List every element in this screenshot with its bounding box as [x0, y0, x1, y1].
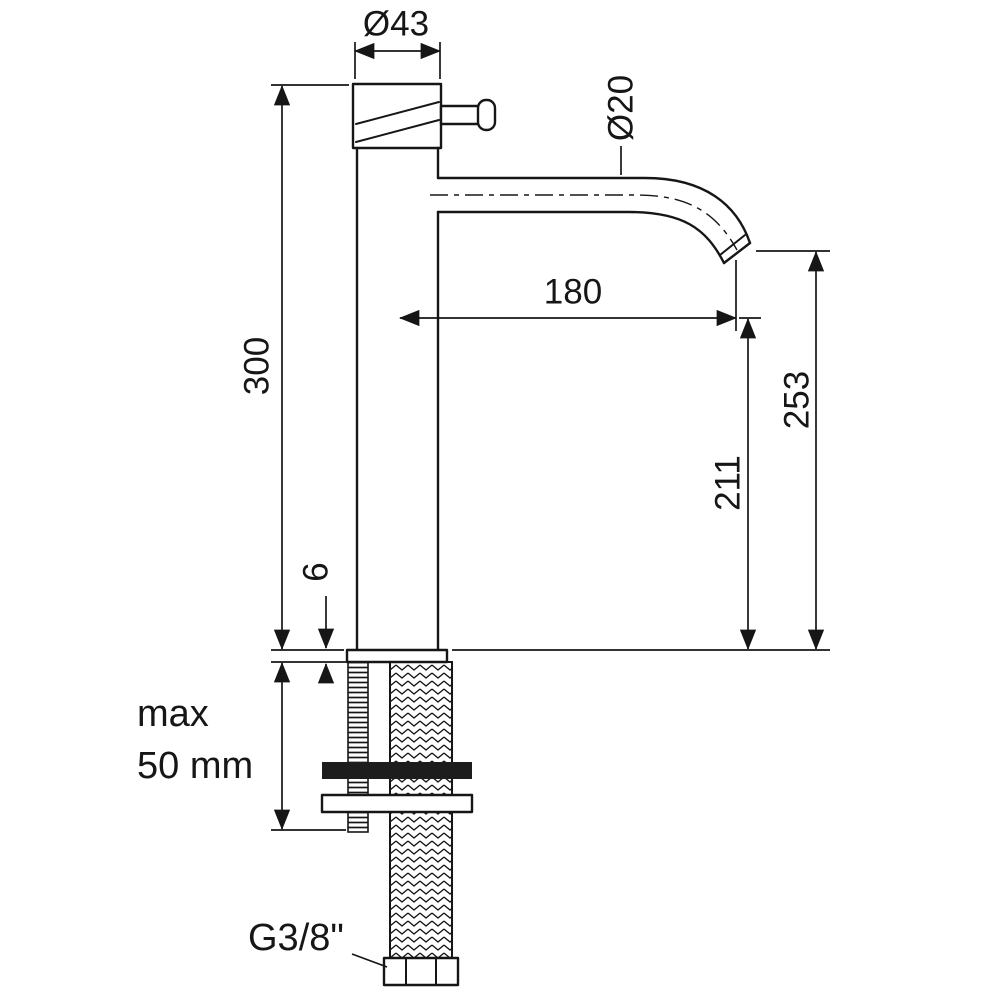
- dim-tip-height: 253: [756, 250, 830, 651]
- dim-spout-reach-label: 180: [544, 273, 602, 312]
- base-plate: [345, 648, 449, 664]
- spout-centerline: [430, 194, 738, 251]
- rubber-washer: [322, 762, 472, 779]
- dim-top-diameter: Ø43: [353, 5, 442, 79]
- dim-outlet-height: 211: [709, 317, 761, 651]
- dim-mount-thickness: max 50 mm: [137, 661, 347, 831]
- dim-spout-diameter: Ø20: [602, 75, 641, 175]
- mounting-nut-plate: [320, 793, 474, 814]
- dim-mount-max-label-line2: 50 mm: [137, 745, 253, 787]
- spout: [430, 176, 752, 265]
- dim-body-height: 300: [238, 84, 349, 651]
- dim-base-thickness-label: 6: [297, 562, 336, 581]
- handle-housing: [351, 82, 443, 150]
- thread-size-label: G3/8": [248, 917, 344, 959]
- dimensions: Ø43 300 6 max 50 mm: [137, 5, 830, 968]
- faucet-body: [355, 146, 440, 652]
- dim-top-diameter-label: Ø43: [363, 5, 429, 44]
- hose-fitting: [382, 956, 460, 987]
- handle-lever: [439, 98, 497, 132]
- dim-spout-reach: 180: [398, 260, 738, 331]
- dim-spout-diameter-label: Ø20: [602, 75, 641, 141]
- dim-mount-max-label-line1: max: [137, 693, 209, 735]
- dim-body-height-label: 300: [238, 337, 277, 395]
- faucet: [320, 82, 752, 987]
- dim-outlet-height-label: 211: [709, 455, 748, 511]
- dim-tip-height-label: 253: [778, 371, 817, 429]
- thread-callout: G3/8": [248, 917, 388, 968]
